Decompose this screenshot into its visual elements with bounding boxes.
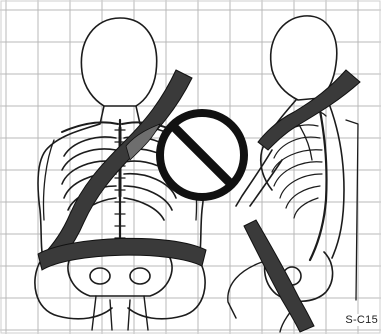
side-view-lap-belt xyxy=(244,220,314,332)
figure-code-label: S-C15 xyxy=(344,314,379,326)
no-entry-circle-slash-icon xyxy=(160,113,244,197)
side-view-figure xyxy=(228,16,358,332)
